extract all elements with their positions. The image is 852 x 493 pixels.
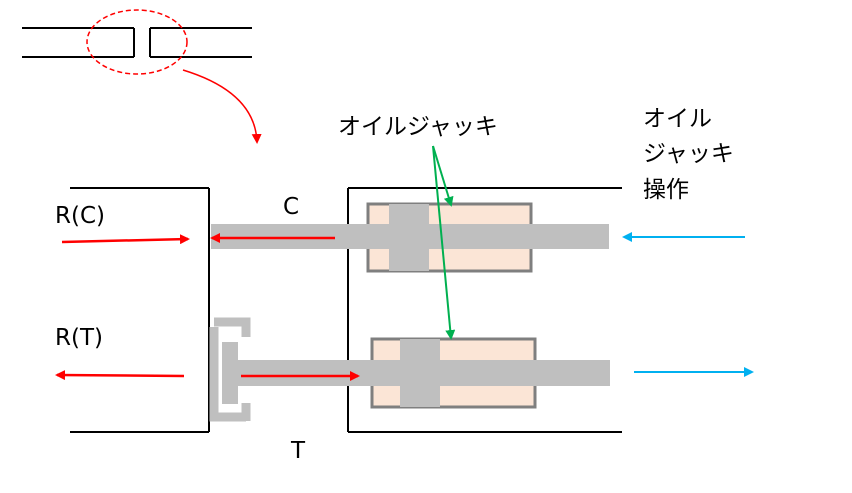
label-oil-jack-op-line1: オイル bbox=[643, 106, 712, 132]
joint-detail-sketch bbox=[22, 27, 252, 58]
detail-highlight-circle bbox=[86, 9, 188, 75]
pointer-to-lower-jack bbox=[432, 145, 456, 340]
tension-hook bbox=[209, 317, 251, 422]
left-member-frame bbox=[70, 187, 210, 433]
label-t: T bbox=[290, 438, 306, 464]
label-oil-jack: オイルジャッキ bbox=[338, 114, 498, 140]
rt-force-arrow bbox=[55, 370, 185, 381]
lower-jack-piston bbox=[400, 339, 440, 407]
label-oil-jack-op-line2: ジャッキ bbox=[643, 141, 734, 167]
rc-force-arrow bbox=[61, 234, 190, 245]
label-r-c: R(C) bbox=[55, 203, 105, 229]
pointer-to-upper-jack bbox=[432, 145, 454, 207]
label-r-t: R(T) bbox=[55, 325, 103, 351]
detail-curved-arrow bbox=[182, 69, 262, 144]
label-oil-jack-op-line3: 操作 bbox=[643, 177, 689, 203]
upper-jack-piston bbox=[389, 204, 429, 271]
label-c: C bbox=[283, 194, 299, 220]
